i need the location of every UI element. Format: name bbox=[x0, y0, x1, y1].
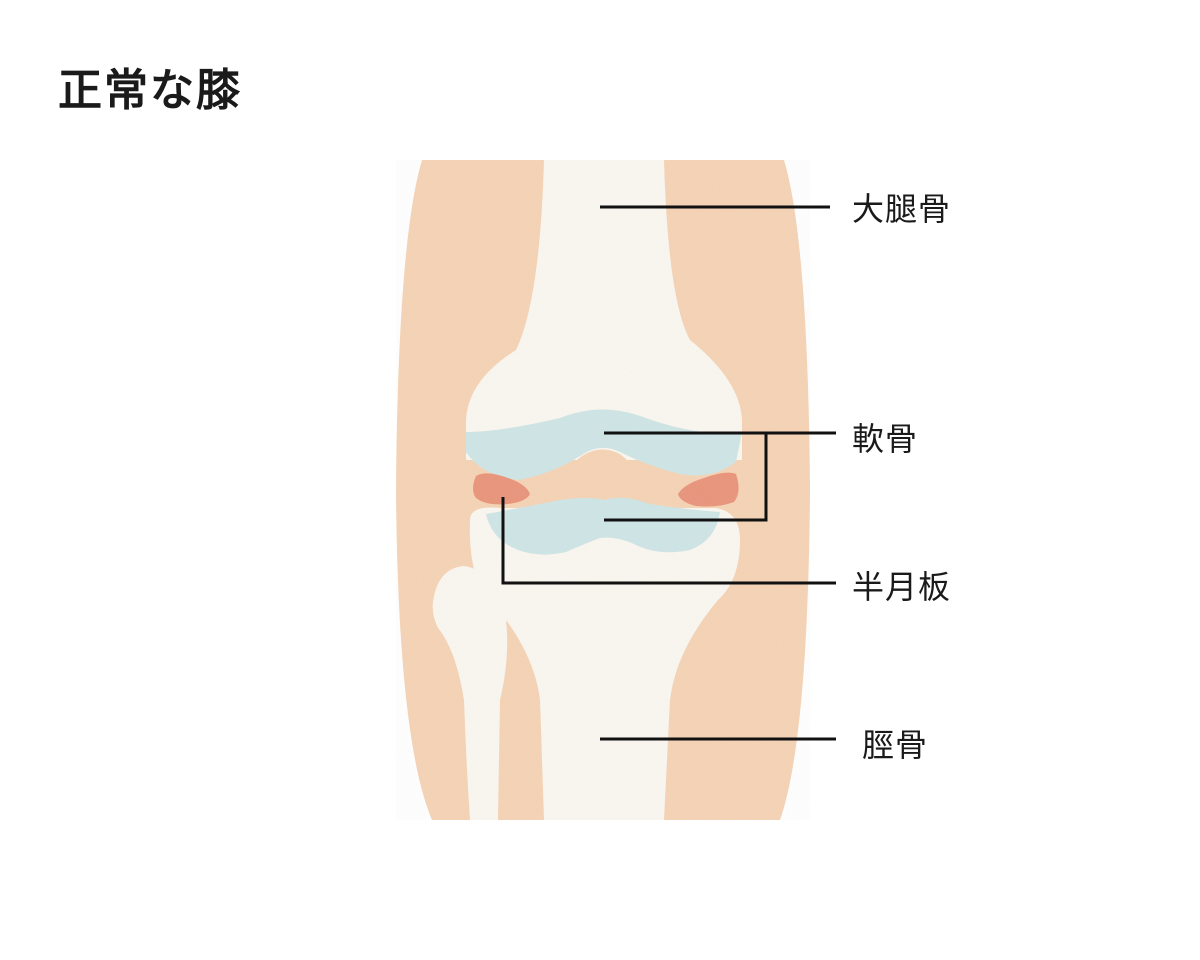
label-meniscus: 半月板 bbox=[852, 568, 952, 606]
leader-meniscus bbox=[501, 497, 836, 585]
leader-cartilage-lower bbox=[604, 433, 768, 522]
label-cartilage: 軟骨 bbox=[852, 420, 919, 458]
label-tibia: 脛骨 bbox=[862, 726, 929, 764]
texture-overlay bbox=[396, 160, 810, 820]
label-femur: 大腿骨 bbox=[852, 190, 952, 228]
page-title: 正常な膝 bbox=[58, 65, 242, 116]
